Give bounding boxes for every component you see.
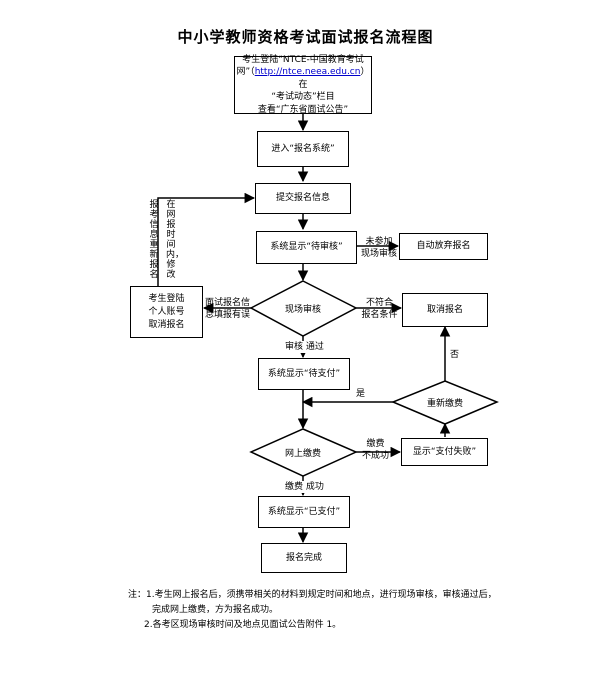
enter-system-box: 进入“报名系统” (257, 131, 349, 167)
payonline-decision (249, 428, 358, 477)
label-vertical-modify: 在网报时间内，修改 (166, 200, 185, 280)
pay-fail-box: 显示“支付失败” (401, 438, 488, 466)
label-info-wrong: 面试报名信 息填报有误 (205, 298, 251, 320)
note-1: 1.考生网上报名后，须携带相关的材料到规定时间和地点，进行现场审核，审核通过后， (146, 590, 497, 600)
footnotes: 注：1.考生网上报名后，须携带相关的材料到规定时间和地点，进行现场审核，审核通过… (128, 588, 497, 633)
label-yes: 是 (356, 389, 366, 399)
arrow-login-cancel-to-submit (157, 192, 256, 286)
notes-prefix: 注： (128, 590, 147, 600)
repay-decision (391, 380, 499, 425)
pay-online-label: 网上缴费 (284, 449, 321, 459)
label-not-qualify: 不符合 报名条件 (361, 298, 398, 320)
paid-box: 系统显示“已支付” (258, 496, 350, 528)
repay-label: 重新缴费 (426, 399, 463, 409)
label-no: 否 (450, 350, 460, 360)
done-box: 报名完成 (261, 543, 347, 573)
submit-info-box: 提交报名信息 (255, 183, 351, 214)
cancel-registration-box: 取消报名 (402, 293, 488, 327)
label-pay-fail: 缴费 不成功 (362, 439, 390, 461)
note-1-cont: 完成网上缴费，方为报名成功。 (152, 605, 279, 615)
page-title: 中小学教师资格考试面试报名流程图 (177, 28, 434, 46)
label-vertical-reapply: 报考信息重新报名 (149, 200, 159, 280)
start-box: 考生登陆“NTCE-中国教育考试 网”（http://ntce.neea.edu… (234, 55, 372, 115)
note-2: 2.各考区现场审核时间及地点见面试公告附件 1。 (144, 620, 342, 630)
wait-pay-box: 系统显示“待支付” (258, 358, 350, 390)
label-audit-pass: 审核 通过 (285, 341, 324, 353)
pending-review-box: 系统显示“待审核” (256, 231, 357, 264)
ntce-link[interactable]: http://ntce.neea.edu.cn (254, 67, 361, 78)
label-pay-success: 缴费 成功 (285, 481, 324, 493)
label-not-attend: 未参加 现场审核 (361, 237, 398, 259)
auto-abandon-box: 自动放弃报名 (399, 233, 488, 260)
onsite-decision (249, 280, 358, 337)
onsite-review-label: 现场审核 (284, 305, 321, 315)
login-cancel-box: 考生登陆 个人账号 取消报名 (130, 286, 203, 338)
